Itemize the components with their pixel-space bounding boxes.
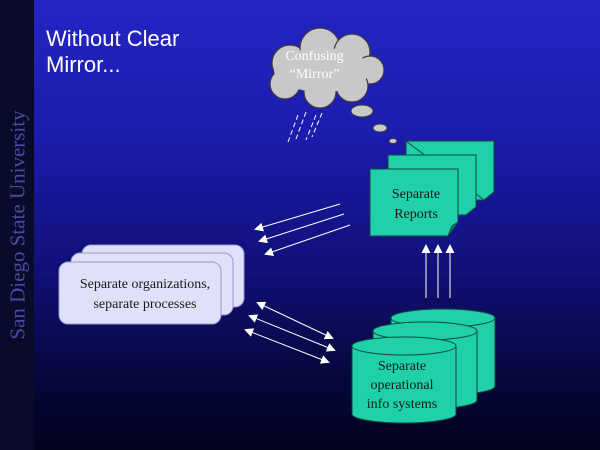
- report-to-org-arrows: [254, 203, 351, 256]
- cloud-label-line-2: “Mirror”: [289, 67, 340, 82]
- system-to-report-arrows: [421, 244, 455, 298]
- cloud-label: Confusing “Mirror”: [262, 48, 367, 84]
- thought-bubbles: [350, 104, 398, 144]
- systems-label-line-2: operational: [370, 378, 434, 393]
- org-system-arrows: [244, 301, 336, 364]
- organizations-label-line-1: Separate organizations,: [79, 277, 211, 292]
- title-line-2: Mirror...: [46, 52, 121, 77]
- rain-lines: [287, 111, 323, 143]
- title-line-1: Without Clear: [46, 26, 180, 51]
- sidebar: San Diego State University: [0, 0, 34, 450]
- slide-title: Without Clear Mirror...: [46, 26, 246, 78]
- organizations-stack: [58, 244, 245, 325]
- thought-cloud-shape: [269, 27, 385, 109]
- reports-label-line-1: Separate: [391, 187, 441, 202]
- systems-label: Separate operational info systems: [352, 357, 452, 414]
- reports-label-line-2: Reports: [394, 207, 438, 222]
- organizations-label-line-2: separate processes: [93, 297, 197, 312]
- systems-label-line-1: Separate: [377, 359, 427, 374]
- reports-stack: [369, 140, 495, 237]
- databases-stack: [351, 308, 496, 424]
- organizations-label: Separate organizations, separate process…: [60, 275, 230, 315]
- systems-label-line-3: info systems: [366, 397, 438, 412]
- cloud-label-line-1: Confusing: [285, 49, 344, 64]
- reports-label: Separate Reports: [372, 185, 460, 225]
